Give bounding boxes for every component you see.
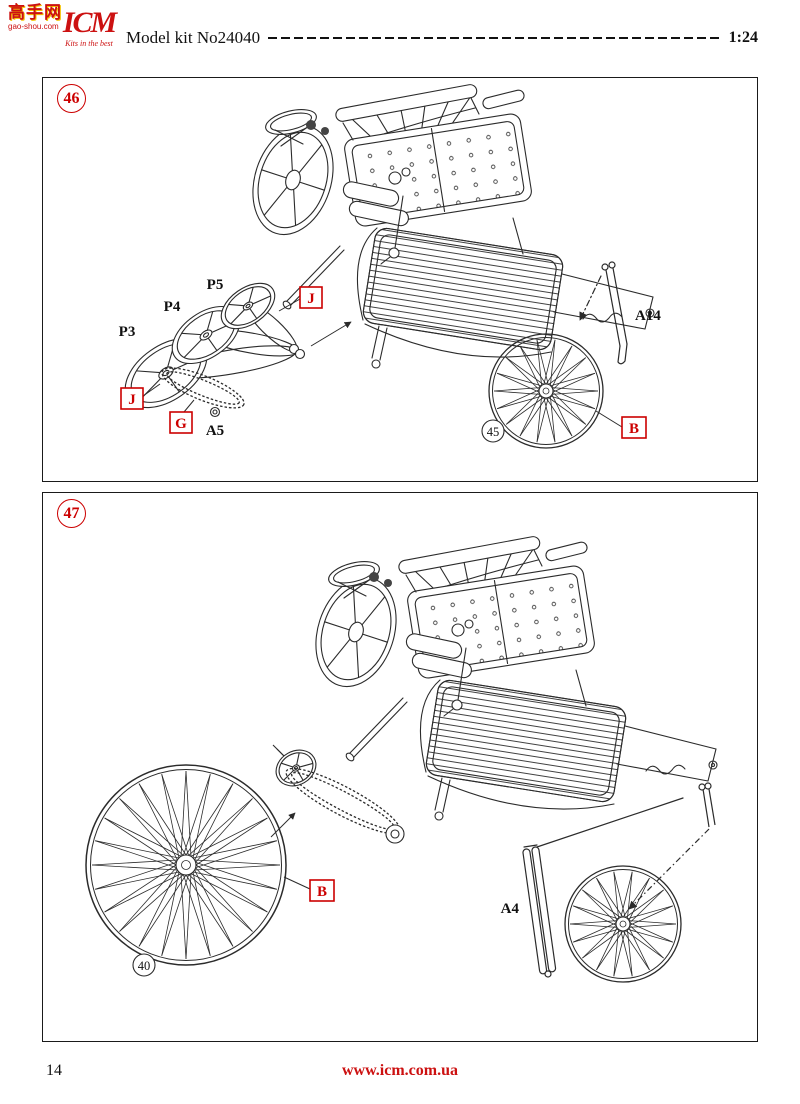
rear-axle-bracket — [628, 782, 716, 910]
label-a4: A4 — [501, 901, 520, 917]
footer-url: www.icm.com.ua — [342, 1062, 458, 1079]
icm-logo: ICM Kits in the best — [58, 6, 120, 49]
icm-tagline: Kits in the best — [65, 39, 113, 48]
step-46-illustration: P3 P4 P5 A5 A14 J J G B — [112, 82, 662, 449]
watermark-title: 高手网 — [8, 3, 62, 22]
label-g: G — [175, 416, 187, 432]
part-a5-ring — [209, 406, 221, 418]
header: Model kit No24040 1:24 — [126, 28, 758, 48]
assembly-arrow — [310, 321, 352, 347]
page-number: 14 — [46, 1062, 62, 1079]
header-divider — [268, 37, 721, 39]
step-47-illustration: B A4 40 — [85, 534, 718, 983]
chain-drive — [269, 742, 405, 844]
car-body-drawing — [302, 534, 718, 821]
label-b-47: B — [317, 884, 327, 900]
spoked-wheel-rear — [564, 865, 682, 983]
step-46-number: 46 — [57, 84, 86, 113]
car-body-drawing — [239, 82, 655, 369]
label-j-upper: J — [307, 291, 315, 307]
label-a14: A14 — [635, 308, 661, 324]
part-a14-drawing — [579, 261, 628, 365]
step-47-number: 47 — [57, 499, 86, 528]
red-labels: J J G B — [120, 286, 647, 439]
exploded-pulleys — [112, 273, 306, 423]
wheel-ref-40: 40 — [132, 953, 156, 977]
label-p5: P5 — [207, 277, 224, 293]
svg-text:40: 40 — [138, 959, 151, 973]
spoked-wheel-40 — [85, 764, 287, 966]
label-p4: P4 — [164, 299, 181, 315]
assembly-arrow — [270, 812, 296, 838]
kit-title: Model kit No24040 — [126, 28, 261, 47]
step-46-panel: 46 — [42, 77, 758, 482]
part-labels: P3 P4 P5 A5 A14 — [119, 277, 662, 439]
drive-chain — [161, 367, 245, 409]
label-j-lower: J — [128, 392, 136, 408]
watermark-logo: 高手网 gao-shou.com — [8, 4, 78, 31]
svg-text:45: 45 — [487, 425, 500, 439]
part-a4-drawing — [522, 797, 684, 978]
label-p3: P3 — [119, 324, 136, 340]
icm-logo-text: ICM — [62, 6, 117, 39]
watermark-subtitle: gao-shou.com — [8, 22, 59, 31]
label-a5: A5 — [206, 423, 224, 439]
scale-label: 1:24 — [728, 29, 758, 46]
step-47-panel: 47 — [42, 492, 758, 1042]
wheel-ref-45: 45 — [481, 419, 505, 443]
label-b-46: B — [629, 421, 639, 437]
spoked-wheel-45 — [488, 333, 604, 449]
labels-47: B A4 — [283, 876, 520, 917]
